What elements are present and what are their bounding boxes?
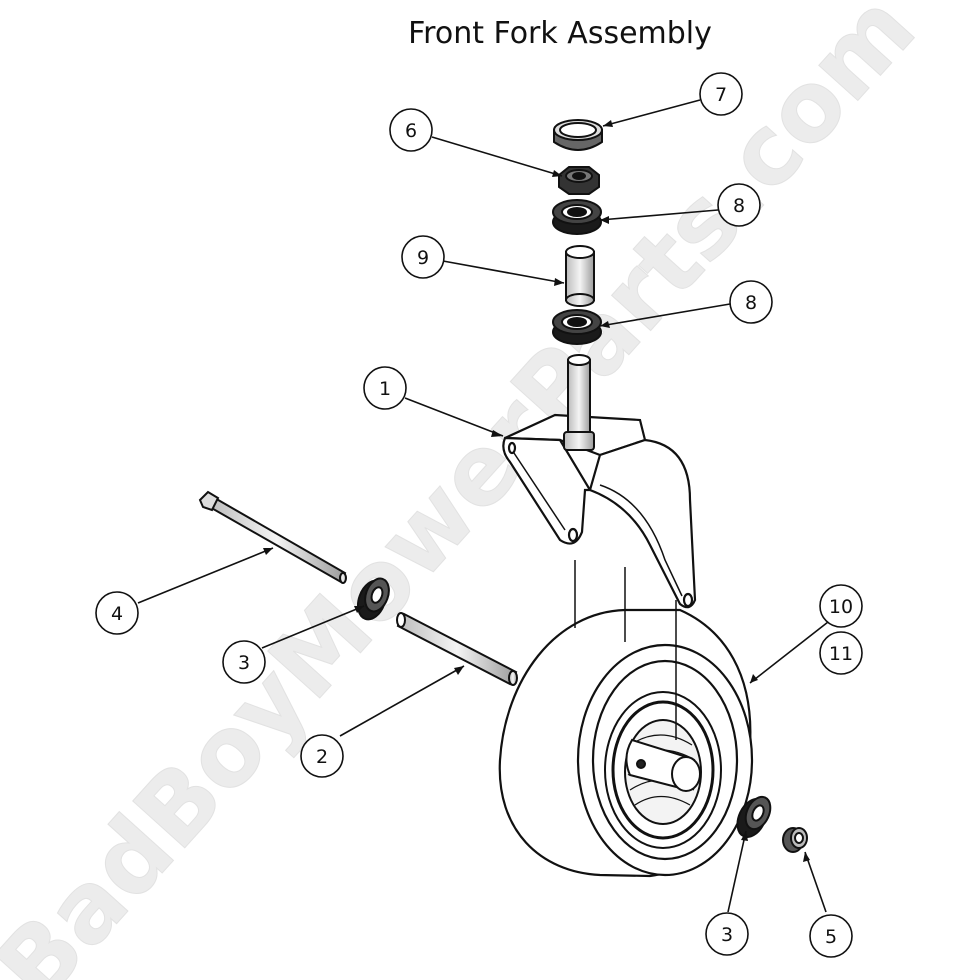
lock-nut: [782, 827, 808, 853]
fork-part: [502, 413, 697, 609]
callout-3-right: 3: [705, 912, 749, 956]
bearing-upper: [552, 199, 602, 235]
callout-balloons: 1 2 3 3 4 5 6 7 8 8 9 10 11: [95, 72, 863, 958]
svg-text:7: 7: [715, 84, 727, 106]
long-bolt: [198, 490, 347, 584]
svg-text:4: 4: [111, 603, 123, 625]
spindle-shaft: [563, 354, 595, 451]
callout-7: 7: [699, 72, 743, 116]
svg-text:3: 3: [238, 652, 250, 674]
callout-4: 4: [95, 591, 139, 635]
diagram-title: Front Fork Assembly: [408, 16, 712, 51]
svg-text:3: 3: [721, 924, 733, 946]
bearing-lower: [552, 309, 602, 345]
spacer-tube: [565, 245, 595, 307]
dust-cap: [553, 119, 603, 151]
axle-sleeve: [396, 612, 518, 686]
svg-text:6: 6: [405, 120, 417, 142]
wheel-bearing-left: [356, 577, 390, 621]
svg-text:1: 1: [379, 378, 391, 400]
svg-text:10: 10: [829, 596, 853, 618]
leader-arrows: [263, 120, 810, 862]
svg-text:2: 2: [316, 746, 328, 768]
wheel-bearing-right: [736, 795, 772, 838]
callout-3-left: 3: [222, 640, 266, 684]
svg-text:8: 8: [733, 195, 745, 217]
svg-text:11: 11: [829, 643, 853, 665]
callout-1: 1: [363, 366, 407, 410]
callout-6: 6: [389, 108, 433, 152]
callout-8-lower: 8: [729, 280, 773, 324]
svg-text:8: 8: [745, 292, 757, 314]
callout-5: 5: [809, 914, 853, 958]
callout-11: 11: [819, 631, 863, 675]
callout-9: 9: [401, 235, 445, 279]
svg-text:9: 9: [417, 247, 429, 269]
leader-lines: [137, 99, 829, 913]
callout-8-upper: 8: [717, 183, 761, 227]
svg-text:5: 5: [825, 926, 837, 948]
wheel-hub: [604, 600, 722, 849]
callout-2: 2: [300, 734, 344, 778]
callout-10: 10: [819, 584, 863, 628]
hex-nut: [558, 166, 600, 195]
